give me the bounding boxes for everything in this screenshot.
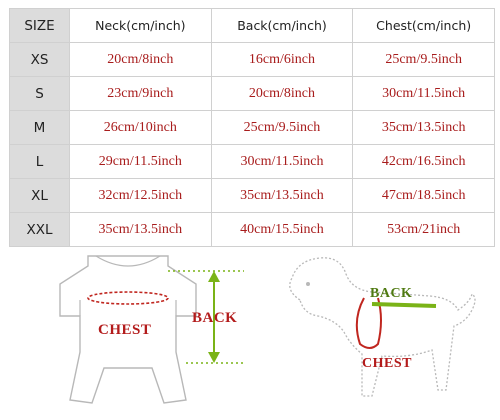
neck-cell: 35cm/13.5inch	[69, 212, 212, 247]
back-arrow-head-down	[208, 352, 220, 363]
size-cell: XL	[9, 178, 70, 213]
shirt-back-label: BACK	[192, 310, 238, 326]
back-arrow-head-up	[208, 271, 220, 282]
chest-cell: 47cm/18.5inch	[352, 178, 495, 213]
table-row: XS 20cm/8inch 16cm/6inch 25cm/9.5inch	[9, 42, 495, 77]
neck-cell: 23cm/9inch	[69, 76, 212, 111]
size-cell: S	[9, 76, 70, 111]
header-neck: Neck(cm/inch)	[69, 8, 212, 43]
dog-eye	[306, 282, 310, 286]
size-cell: XXL	[9, 212, 70, 247]
dog-chest-label: CHEST	[362, 356, 412, 371]
size-chart-table: SIZE Neck(cm/inch) Back(cm/inch) Chest(c…	[9, 8, 495, 247]
table-header-row: SIZE Neck(cm/inch) Back(cm/inch) Chest(c…	[9, 8, 495, 43]
table-row: L 29cm/11.5inch 30cm/11.5inch 42cm/16.5i…	[9, 144, 495, 179]
neck-cell: 26cm/10inch	[69, 110, 212, 145]
chest-cell: 35cm/13.5inch	[352, 110, 495, 145]
chest-cell: 42cm/16.5inch	[352, 144, 495, 179]
header-back: Back(cm/inch)	[210, 8, 354, 43]
measurement-diagram: CHEST BACK BACK CHEST	[0, 240, 500, 420]
shirt-outline	[59, 255, 197, 404]
size-cell: L	[9, 144, 70, 179]
dog-outline	[289, 257, 476, 397]
dog-chest-measure	[355, 297, 382, 349]
header-chest: Chest(cm/inch)	[352, 8, 495, 43]
dog-back-measure	[371, 302, 437, 308]
size-cell: XS	[9, 42, 70, 77]
measurement-illustration	[59, 255, 476, 404]
back-cell: 25cm/9.5inch	[210, 110, 354, 145]
chest-cell: 53cm/21inch	[352, 212, 495, 247]
back-cell: 16cm/6inch	[210, 42, 354, 77]
neck-cell: 29cm/11.5inch	[69, 144, 212, 179]
shirt-collar	[95, 255, 161, 267]
back-cell: 20cm/8inch	[210, 76, 354, 111]
table-row: XL 32cm/12.5inch 35cm/13.5inch 47cm/18.5…	[9, 178, 495, 213]
neck-cell: 32cm/12.5inch	[69, 178, 212, 213]
size-cell: M	[9, 110, 70, 145]
shirt-chest-label: CHEST	[98, 322, 152, 338]
back-cell: 40cm/15.5inch	[210, 212, 354, 247]
dog-back-label: BACK	[370, 286, 413, 301]
back-cell: 30cm/11.5inch	[210, 144, 354, 179]
table-row: XXL 35cm/13.5inch 40cm/15.5inch 53cm/21i…	[9, 212, 495, 247]
table-row: M 26cm/10inch 25cm/9.5inch 35cm/13.5inch	[9, 110, 495, 145]
header-size: SIZE	[9, 8, 70, 43]
shirt-chest-measure	[87, 291, 169, 305]
back-cell: 35cm/13.5inch	[210, 178, 354, 213]
table-row: S 23cm/9inch 20cm/8inch 30cm/11.5inch	[9, 76, 495, 111]
chest-cell: 30cm/11.5inch	[352, 76, 495, 111]
chest-cell: 25cm/9.5inch	[352, 42, 495, 77]
neck-cell: 20cm/8inch	[69, 42, 212, 77]
